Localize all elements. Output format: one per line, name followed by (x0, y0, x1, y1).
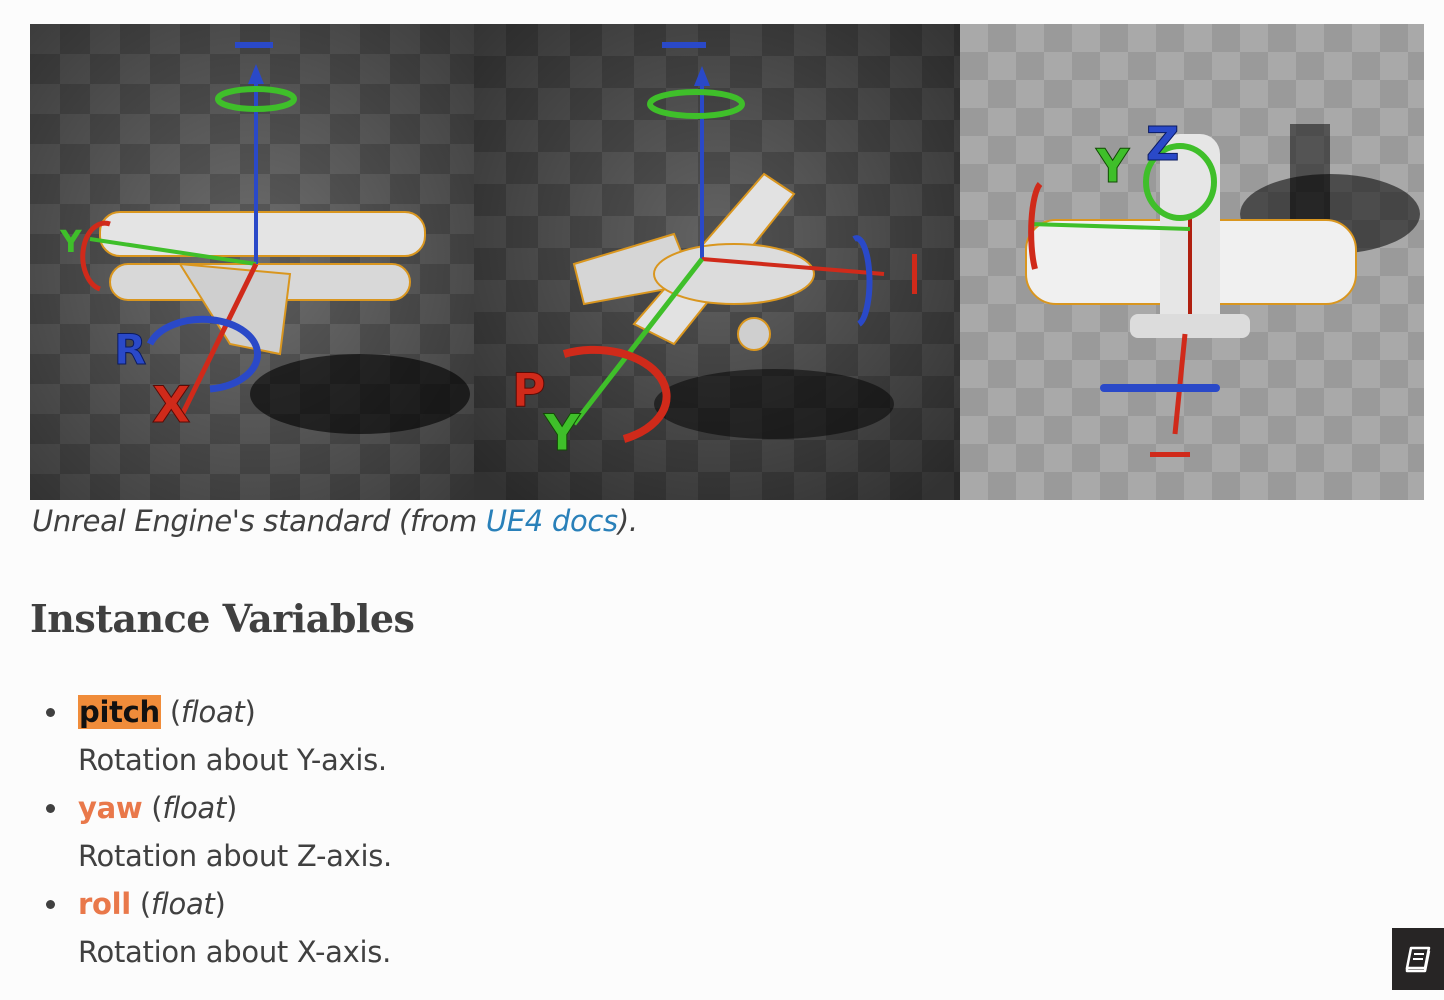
bullet (46, 708, 55, 717)
var-description: Rotation about X-axis. (78, 935, 391, 969)
var-type: float (150, 887, 215, 921)
var-name-pitch[interactable]: pitch (78, 695, 161, 729)
panel1-label-y: Y (59, 225, 83, 260)
list-item-roll: roll (float) Rotation about X-axis. (46, 880, 392, 976)
bullet (46, 804, 55, 813)
list-item-yaw: yaw (float) Rotation about Z-axis. (46, 784, 392, 880)
bullet (46, 900, 55, 909)
panel3-label-y: Y (1095, 139, 1130, 193)
panel1-label-r: R (114, 325, 146, 374)
figure-caption: Unreal Engine's standard (from UE4 docs)… (32, 504, 638, 538)
list-item-pitch: pitch (float) Rotation about Y-axis. (46, 688, 392, 784)
book-icon (1405, 946, 1431, 973)
panel1-label-x: X (152, 376, 191, 434)
panel2-label-p: P (512, 363, 546, 417)
var-description: Rotation about Y-axis. (78, 743, 387, 777)
figure-panel-pitch: P Y (474, 24, 960, 500)
caption-suffix: ). (617, 504, 638, 538)
var-description: Rotation about Z-axis. (78, 839, 392, 873)
rotation-figure: Y R X (30, 24, 1424, 500)
versions-button[interactable] (1392, 928, 1444, 990)
section-title: Instance Variables (30, 596, 415, 641)
ue4-docs-link[interactable]: UE4 docs (485, 504, 618, 538)
var-type: float (180, 695, 245, 729)
figure-panel-roll: Y R X (30, 24, 474, 500)
var-name-roll[interactable]: roll (78, 887, 131, 921)
panel3-label-z: Z (1146, 117, 1179, 171)
var-type: float (162, 791, 226, 825)
var-name-yaw[interactable]: yaw (78, 791, 143, 825)
instance-variables-list: pitch (float) Rotation about Y-axis. yaw… (30, 688, 392, 976)
figure-panel-yaw: Y Z (960, 24, 1424, 500)
panel2-label-y: Y (543, 404, 581, 462)
caption-prefix: Unreal Engine's standard (from (32, 504, 486, 538)
